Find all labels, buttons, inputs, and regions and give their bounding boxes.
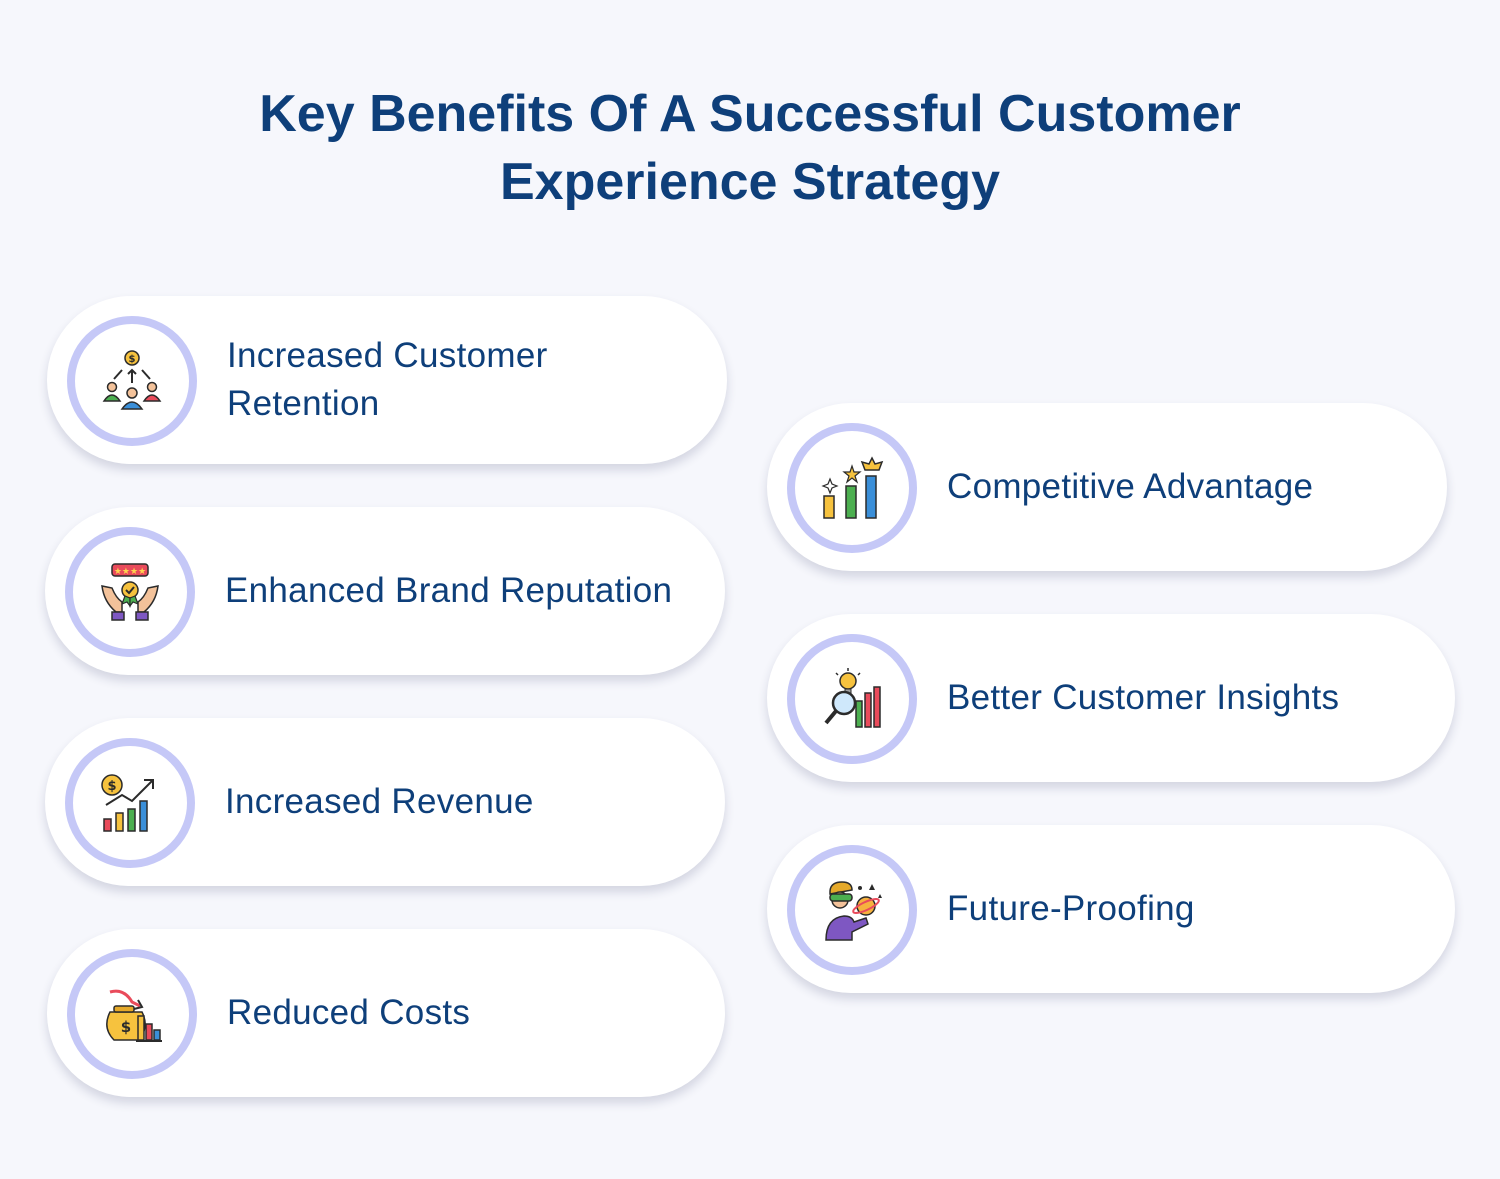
svg-text:$: $	[107, 779, 116, 794]
benefit-card-reduced-costs: $ Reduced Costs	[47, 929, 725, 1097]
benefit-card-future-proofing: Future-Proofing	[767, 825, 1455, 993]
icon-ring: $	[67, 949, 197, 1079]
benefit-label: Reduced Costs	[227, 993, 471, 1032]
benefit-card-brand-reputation: ★★★★ Enhanced Brand Reputation	[45, 507, 725, 675]
icon-ring: ★★★★	[65, 527, 195, 657]
benefit-label: Better Customer Insights	[947, 678, 1340, 717]
icon-ring	[787, 845, 917, 975]
benefit-label: Competitive Advantage	[947, 467, 1314, 506]
benefit-label: Increased Revenue	[225, 782, 534, 821]
svg-text:$: $	[129, 354, 136, 365]
svg-text:$: $	[121, 1018, 131, 1036]
reduced-costs-icon: $	[106, 989, 162, 1042]
benefit-label: Future-Proofing	[947, 889, 1195, 928]
title-line-1: Key Benefits Of A Successful Customer	[259, 85, 1241, 143]
icon-ring	[787, 423, 917, 553]
title-line-2: Experience Strategy	[499, 153, 1001, 211]
benefit-card-increased-revenue: $ Increased Revenue	[45, 718, 725, 886]
customer-retention-icon: $	[102, 350, 162, 410]
svg-text:★★★★: ★★★★	[114, 567, 146, 577]
revenue-growth-icon: $	[101, 774, 154, 832]
benefit-card-customer-insights: Better Customer Insights	[767, 614, 1455, 782]
icon-ring: $	[65, 738, 195, 868]
benefit-card-customer-retention: $ Increased Customer Retention	[47, 296, 727, 464]
benefit-label: Enhanced Brand Reputation	[225, 571, 673, 610]
benefit-label: Increased Customer Retention	[227, 336, 548, 423]
competitive-advantage-icon	[821, 456, 884, 519]
customer-insights-icon	[824, 668, 881, 728]
brand-reputation-icon: ★★★★	[101, 563, 159, 621]
icon-ring	[787, 634, 917, 764]
benefit-card-competitive-advantage: Competitive Advantage	[767, 403, 1447, 571]
page-title: Key Benefits Of A Successful Customer Ex…	[0, 80, 1500, 216]
future-proofing-icon	[825, 881, 882, 941]
icon-ring: $	[67, 316, 197, 446]
